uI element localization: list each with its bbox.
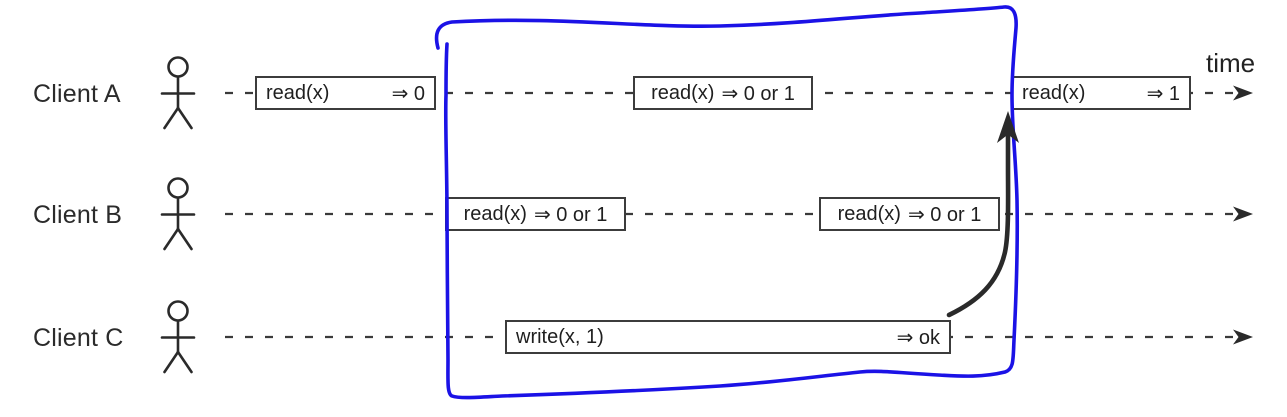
op-text: read(x) — [266, 81, 330, 104]
timeline-arrowhead-b — [1233, 206, 1253, 222]
person-icon-client-b — [160, 177, 196, 251]
client-a-label: Client A — [33, 80, 121, 108]
person-icon-client-c — [160, 300, 196, 374]
result-text: ⇒ 0 or 1 — [533, 203, 608, 226]
op-box-a-read1: read(x) ⇒ 0 — [255, 76, 436, 110]
result-text: ⇒ 0 or 1 — [907, 203, 982, 226]
op-box-c-write: write(x, 1) ⇒ ok — [505, 320, 951, 354]
op-text: read(x) — [1022, 81, 1086, 104]
client-c-label: Client C — [33, 324, 124, 352]
timeline-arrowhead-c — [1233, 329, 1253, 345]
result-text: ⇒ 0 — [391, 82, 425, 105]
op-text: read(x) — [651, 81, 715, 104]
op-box-a-read3: read(x) ⇒ 1 — [1011, 76, 1191, 110]
result-text: ⇒ 0 or 1 — [721, 82, 795, 105]
op-box-b-read2: read(x) ⇒ 0 or 1 — [819, 197, 1000, 231]
timeline-arrowhead-a — [1233, 85, 1253, 101]
client-b-label: Client B — [33, 201, 123, 229]
op-text: write(x, 1) — [516, 325, 604, 348]
time-axis-label: time — [1206, 48, 1256, 78]
op-box-b-read1: read(x) ⇒ 0 or 1 — [445, 197, 626, 231]
op-box-a-read2: read(x) ⇒ 0 or 1 — [633, 76, 813, 110]
op-text: read(x) — [463, 202, 527, 225]
person-icon-client-a — [160, 56, 196, 130]
op-text: read(x) — [837, 202, 901, 225]
result-text: ⇒ ok — [896, 326, 940, 349]
result-text: ⇒ 1 — [1146, 82, 1180, 105]
